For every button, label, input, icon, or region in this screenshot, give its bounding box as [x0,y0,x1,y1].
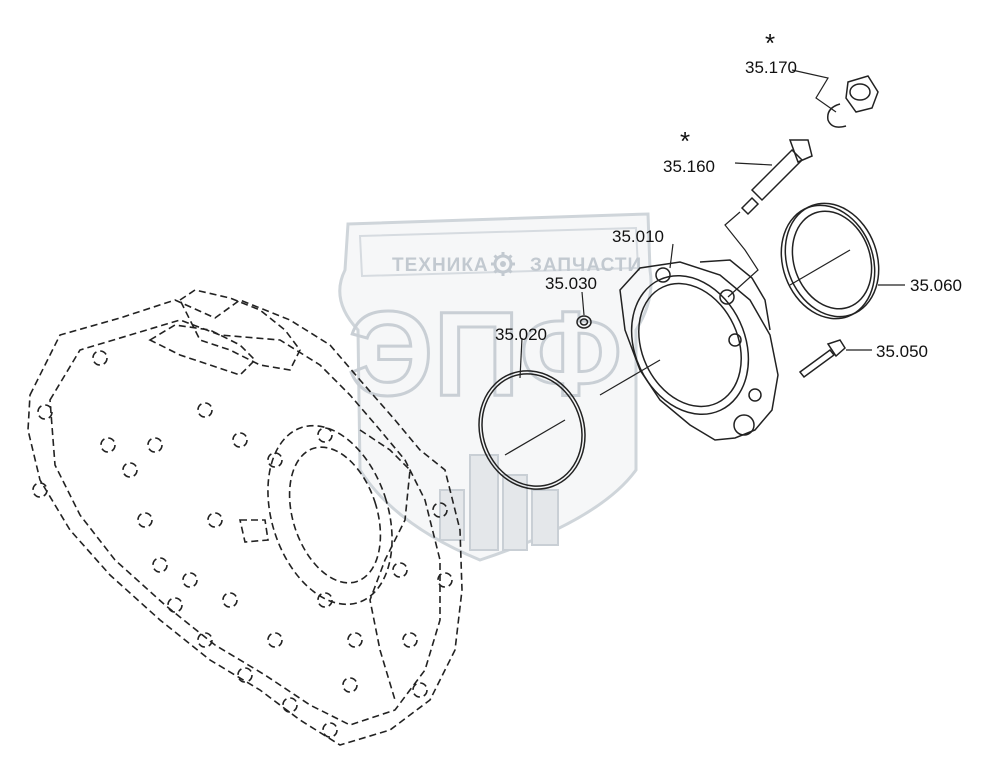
callout-35170: 35.170 [745,58,797,77]
callout-35060: 35.060 [910,276,962,295]
callout-35030: 35.030 [545,274,597,293]
cover-35010 [599,259,779,441]
o-ring-35030 [576,315,592,329]
seal-35060 [780,202,880,320]
callout-35010: 35.010 [612,227,664,246]
watermark-monogram: ЭПФ [348,287,622,421]
bolt-35050 [798,339,846,379]
watermark-right-word: ЗАПЧАСТИ [530,255,642,276]
callout-35020: 35.020 [495,325,547,344]
leader-lines [519,69,905,379]
o-ring-35020 [478,370,586,490]
callout-35160: 35.160 [663,157,715,176]
watermark-skyline [439,454,559,551]
asterisk-marker-35170: * [765,28,775,58]
transmission-housing [27,289,463,746]
callouts: * 35.170 * 35.160 35.010 35.030 35.020 3… [495,28,962,361]
watermark: ТЕХНИКА ЗАПЧАСТИ ЭПФ [338,212,653,562]
asterisk-marker-35160: * [680,126,690,156]
gear-icon [491,252,515,276]
watermark-left-word: ТЕХНИКА [392,255,489,276]
plug-35170 [827,75,879,128]
sensor-35160 [724,139,813,298]
callout-35050: 35.050 [876,342,928,361]
